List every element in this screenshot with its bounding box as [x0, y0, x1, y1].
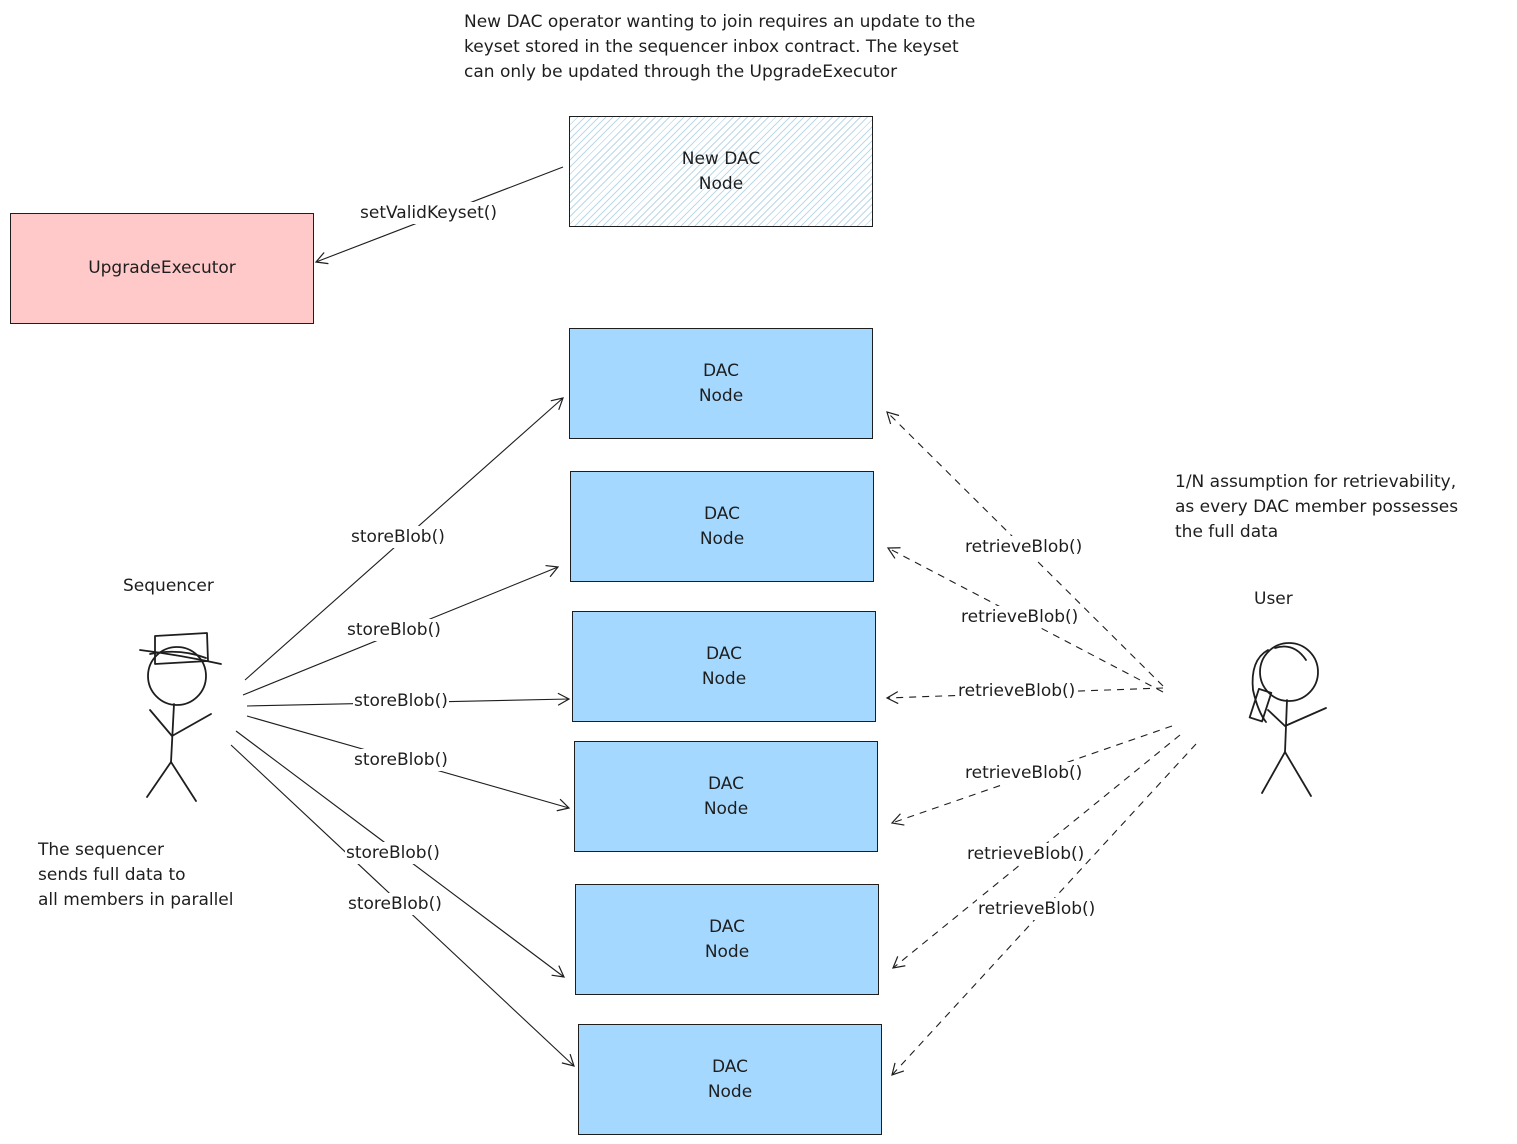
- sequencer-label: Sequencer: [122, 575, 215, 597]
- store-blob-label-2: storeBlob(): [346, 619, 442, 641]
- upgrade-executor-label: UpgradeExecutor: [88, 258, 236, 278]
- dac-node-box-3: DAC Node: [572, 611, 876, 722]
- dac-node-label: DAC Node: [704, 916, 750, 962]
- retrieve-blob-label-3: retrieveBlob(): [957, 680, 1077, 702]
- new-dac-node-label: New DAC Node: [681, 148, 761, 194]
- store-blob-label-5: storeBlob(): [345, 842, 441, 864]
- dac-node-box-2: DAC Node: [570, 471, 874, 582]
- top-note: New DAC operator wanting to join require…: [464, 12, 976, 82]
- user-figure-icon: [1248, 642, 1327, 797]
- upgrade-executor-box: UpgradeExecutor: [10, 213, 314, 324]
- sequencer-note: The sequencer sends full data to all mem…: [38, 840, 234, 910]
- dac-node-box-1: DAC Node: [569, 328, 873, 439]
- retrieve-blob-label-1: retrieveBlob(): [964, 536, 1084, 558]
- user-label: User: [1253, 588, 1294, 610]
- set-valid-keyset-label: setValidKeyset(): [359, 202, 499, 224]
- dac-node-box-5: DAC Node: [575, 884, 879, 995]
- dac-node-label: DAC Node: [698, 360, 744, 406]
- retrieve-blob-label-4: retrieveBlob(): [964, 762, 1084, 784]
- store-blob-label-6: storeBlob(): [347, 893, 443, 915]
- retrieve-blob-label-2: retrieveBlob(): [960, 606, 1080, 628]
- dac-node-box-4: DAC Node: [574, 741, 878, 852]
- new-dac-node-box: New DAC Node: [569, 116, 873, 227]
- retrievability-note: 1/N assumption for retrievability, as ev…: [1175, 472, 1459, 542]
- retrieve-blob-label-6: retrieveBlob(): [977, 898, 1097, 920]
- dac-node-label: DAC Node: [701, 643, 747, 689]
- dac-node-label: DAC Node: [699, 503, 745, 549]
- retrieve-blob-label-5: retrieveBlob(): [966, 843, 1086, 865]
- store-blob-label-1: storeBlob(): [350, 526, 446, 548]
- dac-node-label: DAC Node: [703, 773, 749, 819]
- sequencer-figure-icon: [139, 632, 222, 802]
- store-blob-label-4: storeBlob(): [353, 749, 449, 771]
- dac-node-label: DAC Node: [707, 1056, 753, 1102]
- store-blob-label-3: storeBlob(): [353, 690, 449, 712]
- dac-node-box-6: DAC Node: [578, 1024, 882, 1135]
